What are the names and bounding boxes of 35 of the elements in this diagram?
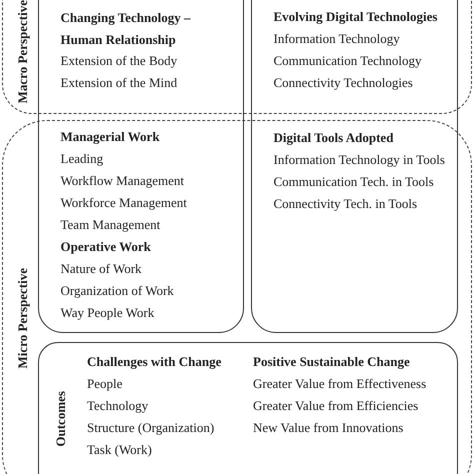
list-item: Greater Value from Effectiveness: [253, 376, 426, 392]
list-item: Communication Tech. in Tools: [274, 174, 434, 190]
list-item: Nature of Work: [60, 260, 142, 276]
list-item: Information Technology: [274, 30, 400, 46]
list-item: Technology: [87, 398, 148, 414]
outcomes-label: Outcomes: [53, 391, 69, 447]
list-item: Connectivity Technologies: [274, 74, 413, 90]
content-card: [251, 0, 458, 333]
outcomes-card: [38, 342, 458, 474]
section-heading: Evolving Digital Technologies: [274, 8, 438, 24]
list-item: Leading: [60, 150, 104, 166]
list-item: Communication Technology: [274, 52, 422, 68]
section-heading: Managerial Work: [60, 128, 160, 144]
section-heading: Challenges with Change: [87, 354, 222, 370]
content-card: [38, 0, 244, 333]
section-heading: Operative Work: [60, 238, 151, 254]
list-item: Team Management: [60, 216, 160, 232]
list-item: People: [87, 376, 122, 392]
section-heading: Changing Technology – Human Relationship: [60, 8, 192, 49]
list-item: Connectivity Tech. in Tools: [274, 196, 418, 212]
list-item: Way People Work: [60, 304, 154, 320]
list-item: Workforce Management: [60, 194, 187, 210]
list-item: Organization of Work: [60, 282, 174, 298]
list-item: Structure (Organization): [87, 420, 214, 436]
section-heading: Digital Tools Adopted: [274, 130, 394, 146]
perspective-label: Micro Perspective: [14, 268, 30, 368]
list-item: Task (Work): [87, 442, 152, 458]
list-item: Extension of the Body: [60, 52, 178, 68]
list-item: Greater Value from Efficiencies: [253, 398, 418, 414]
micro-perspective-region: [2, 120, 472, 474]
list-item: Information Technology in Tools: [274, 152, 445, 168]
section-heading: Positive Sustainable Change: [253, 354, 410, 370]
list-item: New Value from Innovations: [253, 420, 404, 436]
list-item: Workflow Management: [60, 172, 184, 188]
list-item: Extension of the Mind: [60, 74, 178, 90]
